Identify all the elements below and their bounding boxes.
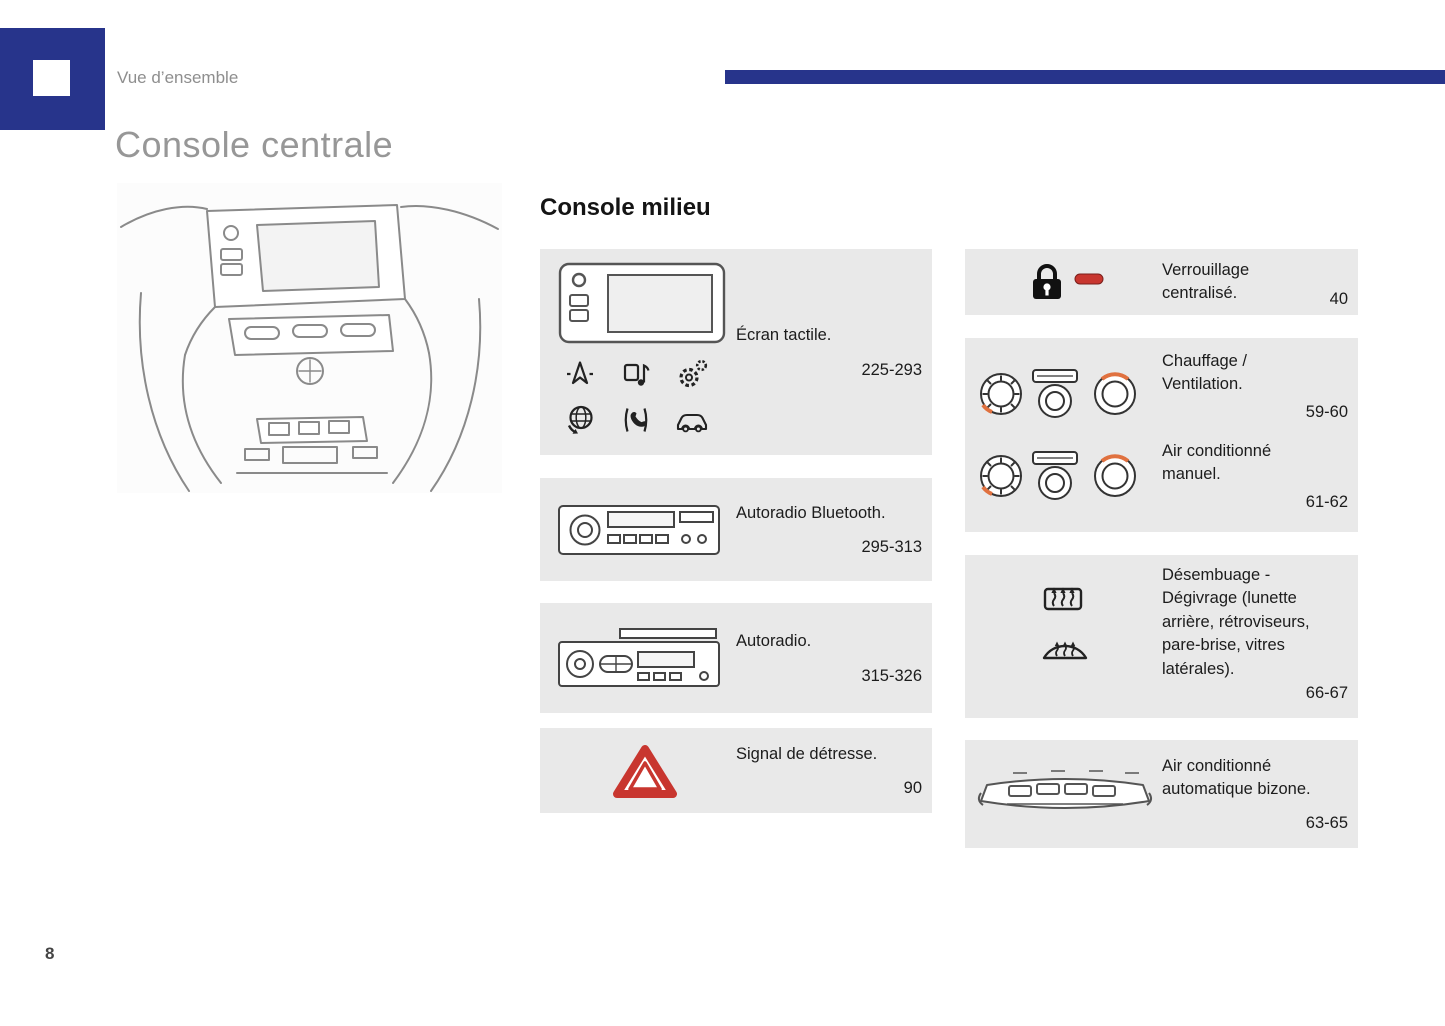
feature-label: Désembuage - Dégivrage (lunette arrière,… — [1162, 566, 1310, 678]
touchscreen-unit-icon — [540, 249, 732, 455]
hazard-warning-icon — [540, 728, 678, 813]
center-console-drawing-icon — [120, 204, 499, 492]
feature-pages: 59-60 — [1305, 402, 1348, 421]
feature-label: Chauffage / Ventilation. — [1162, 352, 1248, 394]
vehicle-icon — [664, 404, 720, 436]
climate-knobs-icon — [965, 338, 1143, 532]
climate-entry-manual-ac: Air conditionné manuel. 61-62 — [1162, 440, 1348, 512]
windshield-defrost-icon — [1042, 641, 1088, 660]
feature-label: Autoradio Bluetooth. — [736, 503, 886, 522]
feature-pages: 90 — [903, 779, 922, 798]
breadcrumb: Vue d’ensemble — [117, 68, 239, 87]
feature-pages: 295-313 — [861, 538, 922, 557]
feature-label: Signal de détresse. — [736, 744, 878, 763]
feature-pages: 66-67 — [1305, 684, 1348, 703]
rear-window-defrost-icon — [1043, 587, 1083, 611]
brand-color-block — [0, 28, 105, 130]
autoradio-icon — [540, 603, 724, 713]
internet-globe-icon — [552, 404, 608, 436]
defrost-demist-icon — [965, 555, 1091, 718]
feature-item-climate: Chauffage / Ventilation. 59-60 Air condi… — [965, 338, 1358, 532]
feature-item-central-locking: Verrouillage centralisé. 40 — [965, 249, 1358, 315]
page-title: Console centrale — [115, 124, 394, 165]
auto-ac-panel-icon — [965, 740, 1158, 848]
feature-pages: 63-65 — [1305, 814, 1348, 833]
navigation-icon — [552, 358, 608, 390]
feature-pages: 315-326 — [861, 666, 922, 685]
header-rule-bar — [725, 70, 1445, 84]
feature-item-autoradio: Autoradio. 315-326 — [540, 603, 932, 713]
phone-icon — [608, 404, 664, 436]
climate-entry-heating: Chauffage / Ventilation. 59-60 — [1162, 350, 1348, 422]
feature-label: Air conditionné manuel. — [1162, 441, 1272, 484]
feature-item-autoradio-bluetooth: Autoradio Bluetooth. 295-313 — [540, 478, 932, 581]
feature-pages: 61-62 — [1305, 492, 1348, 511]
media-music-icon — [608, 358, 664, 390]
feature-item-hazard: Signal de détresse. 90 — [540, 728, 932, 813]
center-console-figure — [117, 183, 502, 493]
feature-label: Autoradio. — [736, 632, 812, 651]
autoradio-bluetooth-icon — [540, 478, 724, 581]
central-locking-icon — [965, 249, 1117, 315]
feature-pages: 225-293 — [861, 360, 922, 379]
feature-item-touchscreen: Écran tactile. 225-293 — [540, 249, 932, 455]
feature-item-auto-ac: Air conditionné automatique bizone. 63-6… — [965, 740, 1358, 848]
feature-label: Air conditionné automatique bizone. — [1162, 756, 1311, 798]
page-number: 8 — [45, 944, 55, 963]
feature-pages: 40 — [1329, 290, 1348, 308]
feature-label: Verrouillage centralisé. — [1162, 261, 1250, 303]
touchscreen-function-icons — [552, 358, 720, 436]
brand-inner-square — [33, 60, 70, 96]
settings-gear-icon — [664, 358, 720, 390]
feature-item-defrost: Désembuage - Dégivrage (lunette arrière,… — [965, 555, 1358, 718]
feature-label: Écran tactile. — [736, 326, 832, 345]
section-heading: Console milieu — [540, 194, 711, 221]
